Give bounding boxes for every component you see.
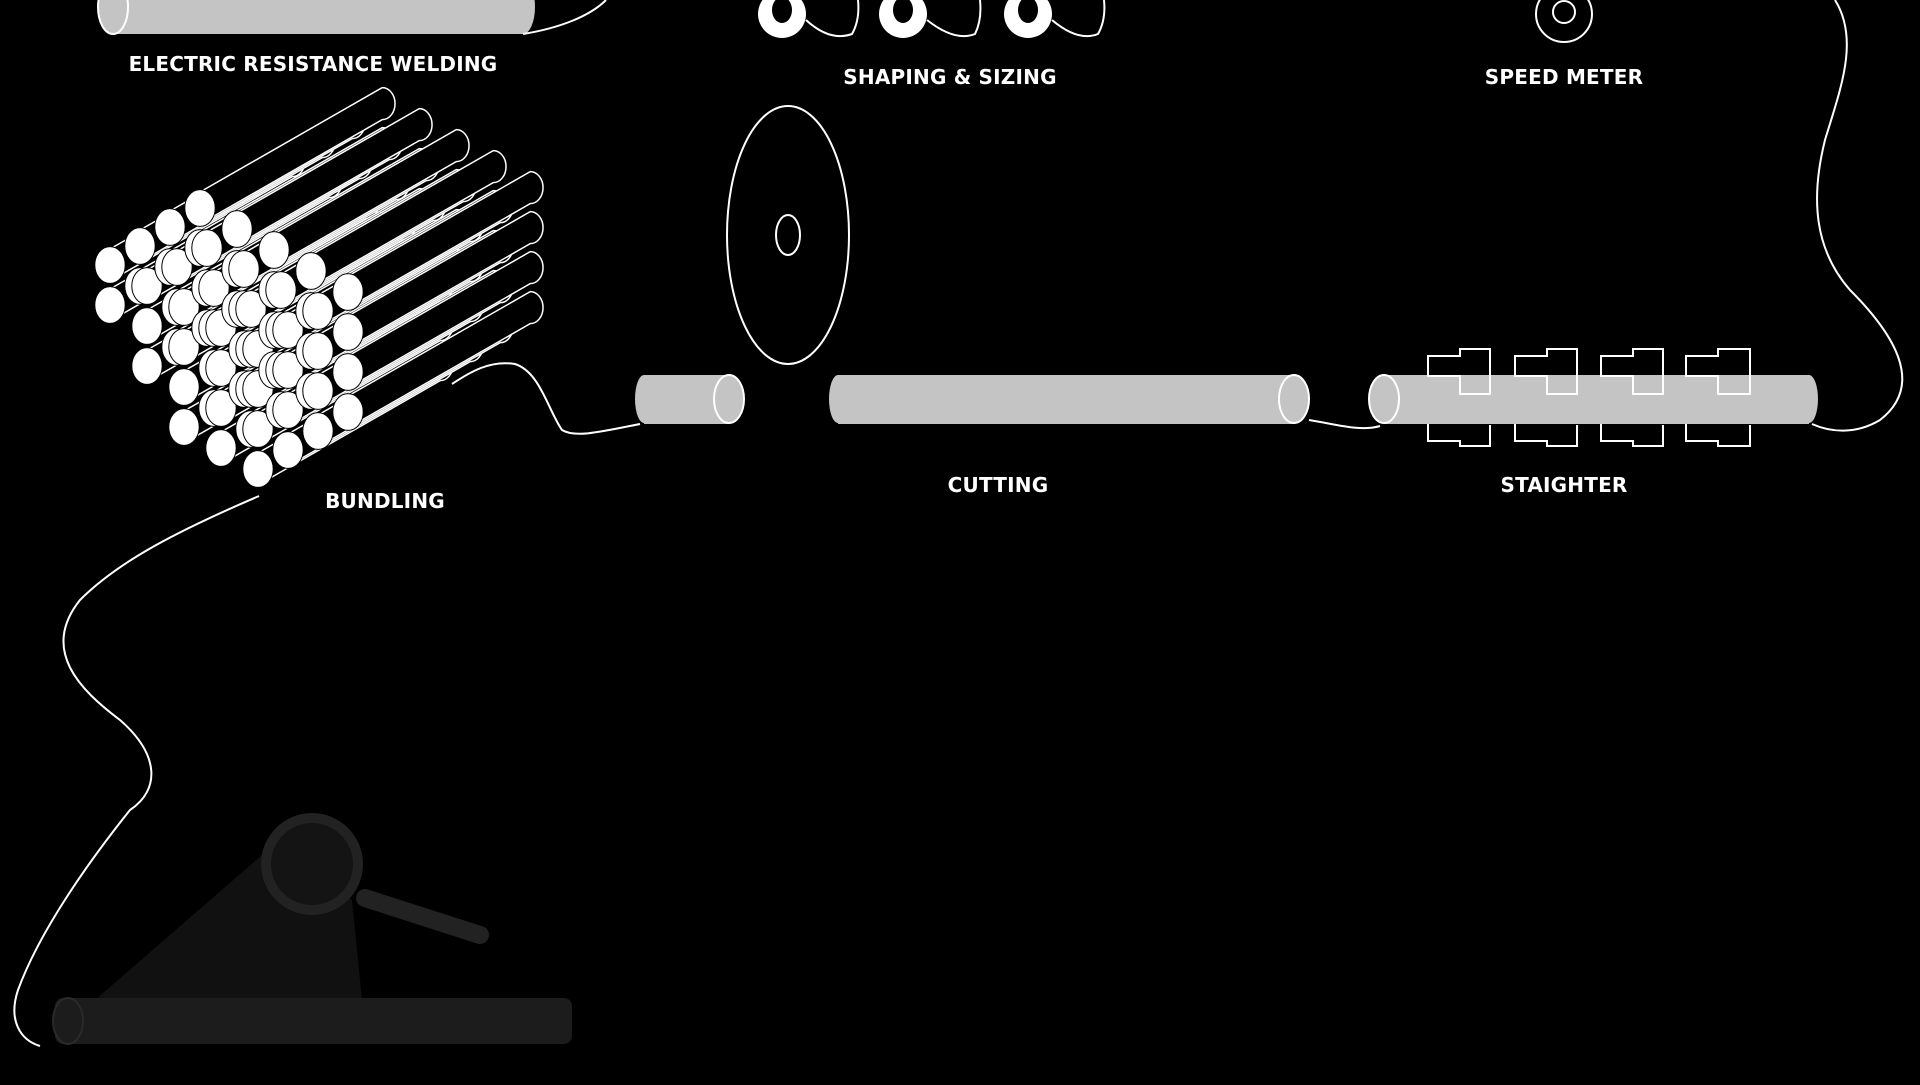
bundle-pipe-end bbox=[198, 269, 230, 307]
bundle-pipe-end bbox=[205, 349, 237, 387]
flow-line bbox=[13, 0, 1904, 1047]
stage-label-bundling: BUNDLING bbox=[325, 489, 445, 513]
straightener-pipe bbox=[1368, 374, 1818, 424]
stage-label-erw: ELECTRIC RESISTANCE WELDING bbox=[128, 52, 498, 76]
bundle-pipe-end bbox=[131, 347, 163, 385]
bundle-pipe bbox=[236, 107, 433, 247]
bundle-pipe-end bbox=[168, 408, 200, 446]
bundle-pipe-end bbox=[191, 229, 223, 267]
bundle-pipe-end bbox=[205, 429, 237, 467]
bundle-pipe-end bbox=[332, 273, 364, 311]
roller-icon-group bbox=[758, 0, 1106, 38]
bundle-pipe-end bbox=[332, 313, 364, 351]
bundle-pipe-end bbox=[228, 250, 260, 288]
cutting-pipe bbox=[829, 374, 1310, 424]
bundle-pipe-end bbox=[221, 210, 253, 248]
speed-meter-icon bbox=[1535, 0, 1593, 43]
roller-icon bbox=[758, 0, 860, 38]
bundle-pipe-end bbox=[94, 286, 126, 324]
bundle-pipe-end bbox=[94, 246, 126, 284]
stage-label-cutting: CUTTING bbox=[947, 473, 1049, 497]
erw-pipe bbox=[97, 0, 535, 35]
bundle-pipe bbox=[347, 290, 544, 430]
bundle-pipe-end bbox=[242, 450, 274, 488]
bundle-pipe bbox=[310, 149, 507, 289]
bundle-pipe-end bbox=[205, 389, 237, 427]
bundle-pipe-end bbox=[272, 431, 304, 469]
bundle-pipe-end bbox=[302, 412, 334, 450]
stage-label-straightener: STAIGHTER bbox=[1500, 473, 1628, 497]
bundle-pipe-end bbox=[154, 208, 186, 246]
bundle-pipe-end bbox=[272, 311, 304, 349]
inspection-pipe-end bbox=[52, 997, 84, 1045]
bundle-pipe-end bbox=[168, 328, 200, 366]
inspection-stage bbox=[52, 813, 572, 1045]
cutting-disc-icon bbox=[726, 105, 850, 365]
stage-label-speed-meter: SPEED METER bbox=[1484, 65, 1644, 89]
stage-label-shaping: SHAPING & SIZING bbox=[843, 65, 1057, 89]
bundle-pipe-end bbox=[302, 292, 334, 330]
bundle-pipe-end bbox=[332, 393, 364, 431]
bundle-pipe-end bbox=[168, 368, 200, 406]
bundle-pipe-end bbox=[242, 410, 274, 448]
bundle-pipe bbox=[347, 170, 544, 310]
bundle-pipe-end bbox=[332, 353, 364, 391]
bundle-pipe-end bbox=[124, 227, 156, 265]
bundle-pipe bbox=[347, 210, 544, 350]
bundle-pipe-end bbox=[272, 351, 304, 389]
bundle-pipe-end bbox=[184, 189, 216, 227]
straightener-clamps bbox=[1427, 348, 1751, 447]
bundle-pipe-end bbox=[302, 332, 334, 370]
bundle-pipe-end bbox=[131, 307, 163, 345]
bundle-pipe-end bbox=[235, 290, 267, 328]
roller-icon bbox=[879, 0, 982, 38]
bundle-pipe-end bbox=[302, 372, 334, 410]
roller-icon bbox=[1004, 0, 1106, 38]
bundle-pipe-end bbox=[272, 391, 304, 429]
bundle-pipe bbox=[347, 250, 544, 390]
bundle-pipe-end bbox=[131, 267, 163, 305]
bundle-pipe-end bbox=[168, 288, 200, 326]
bundle-pipe-end bbox=[161, 248, 193, 286]
bundle-pipe bbox=[199, 86, 396, 226]
inspection-pipe bbox=[55, 998, 572, 1044]
bundle-pipe bbox=[273, 128, 470, 268]
bundle-pipe-end bbox=[265, 271, 297, 309]
bundle-pipe-end bbox=[295, 252, 327, 290]
pipe-bundle-icon bbox=[94, 86, 544, 488]
cut-pipe-short bbox=[635, 374, 745, 424]
bundle-pipe-end bbox=[258, 231, 290, 269]
magnifier-icon bbox=[261, 813, 489, 944]
